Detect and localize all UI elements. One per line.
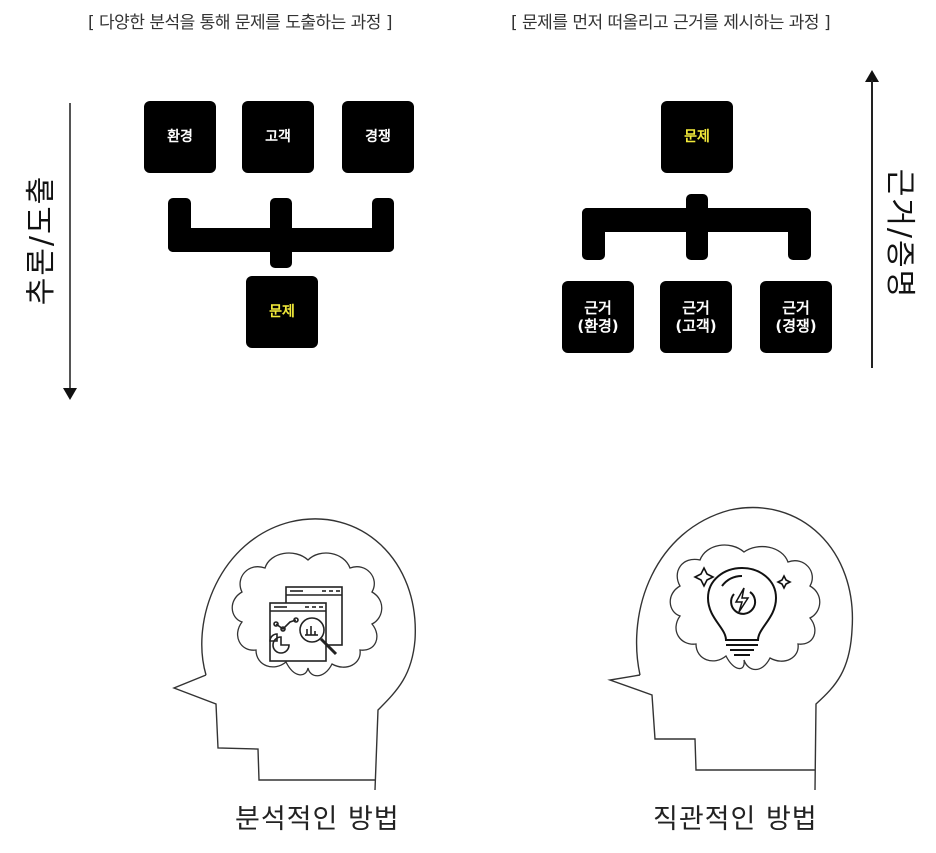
evidence-box-customer: 근거 (고객) (660, 281, 732, 353)
right-caption: [ 문제를 먼저 떠올리고 근거를 제시하는 과정 ] (511, 13, 831, 33)
intuitive-head-illustration (607, 506, 854, 790)
top-box-problem: 문제 (661, 101, 733, 173)
input-box-customer: 고객 (242, 101, 314, 173)
intuitive-method-label: 직관적인 방법 (653, 804, 818, 835)
evidence-box-competition: 근거 (경쟁) (760, 281, 832, 353)
evidence-sublabel: (고객) (675, 317, 717, 335)
evidence-sublabel: (경쟁) (775, 317, 817, 335)
head-face (172, 674, 375, 781)
brain-outline (669, 544, 821, 671)
analytical-head-illustration (172, 518, 416, 790)
brain-outline (231, 552, 383, 677)
evidence-label: 근거 (584, 299, 612, 317)
lightbulb-icon (693, 566, 792, 656)
result-label: 문제 (269, 304, 295, 320)
arrow-down-icon (63, 388, 77, 400)
head-outline (201, 518, 416, 790)
connector-horizontal (168, 228, 394, 252)
input-label: 환경 (167, 129, 193, 145)
input-label: 경쟁 (365, 129, 391, 145)
evidence-sublabel: (환경) (577, 317, 619, 335)
arrow-up-icon (865, 70, 879, 82)
deduction-arrow-line (69, 103, 71, 391)
head-face (607, 674, 815, 771)
left-axis-label: 추론/도출 (24, 174, 59, 306)
evidence-arrow-line (871, 80, 873, 368)
result-box-problem: 문제 (246, 276, 318, 348)
head-outline (635, 506, 854, 790)
connector-left-leg (582, 208, 605, 260)
evidence-label: 근거 (782, 299, 810, 317)
input-box-competition: 경쟁 (342, 101, 414, 173)
left-caption: [ 다양한 분석을 통해 문제를 도출하는 과정 ] (88, 13, 392, 33)
input-box-environment: 환경 (144, 101, 216, 173)
evidence-box-environment: 근거 (환경) (562, 281, 634, 353)
evidence-label: 근거 (682, 299, 710, 317)
connector-horizontal (582, 208, 811, 232)
data-analysis-icon (269, 586, 343, 662)
top-label: 문제 (684, 129, 710, 145)
connector-right-leg (788, 208, 811, 260)
right-axis-label: 근거/증명 (882, 168, 917, 300)
input-label: 고객 (265, 129, 291, 145)
analytical-method-label: 분석적인 방법 (235, 804, 400, 835)
